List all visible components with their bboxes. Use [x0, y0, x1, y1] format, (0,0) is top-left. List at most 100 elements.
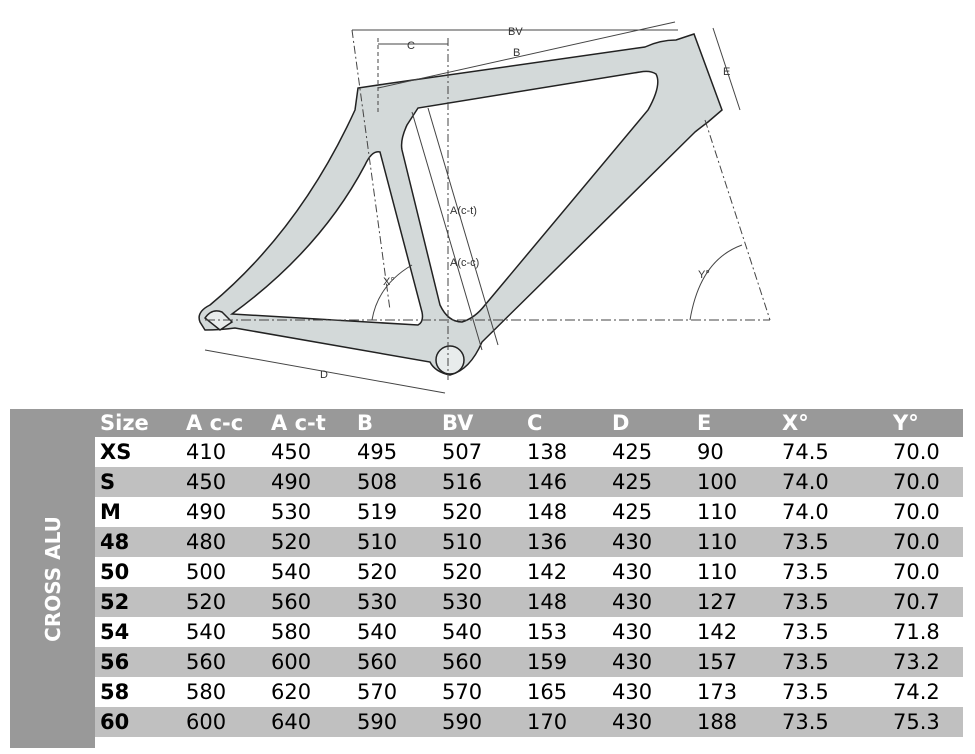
table-cell: 73.5: [782, 620, 829, 644]
table-cell: 450: [186, 470, 227, 494]
frame-geometry-diagram: BV B C E A(c-t) A(c-c) X° Y° D: [198, 21, 771, 394]
table-cell: 74.0: [782, 470, 829, 494]
table-cell: 430: [612, 530, 653, 554]
table-cell: 188: [697, 710, 738, 734]
table-cell: 430: [612, 590, 653, 614]
table-cell: 58: [100, 680, 130, 704]
table-cell: 530: [357, 590, 398, 614]
table-cell: 110: [697, 530, 738, 554]
label-b: B: [513, 47, 520, 59]
group-label: CROSS ALU: [40, 515, 65, 642]
table-cell: 56: [100, 650, 130, 674]
table-cell: 73.5: [782, 680, 829, 704]
table-cell: 48: [100, 530, 130, 554]
table-cell: 142: [527, 560, 568, 584]
table-cell: 620: [271, 680, 312, 704]
label-bv: BV: [508, 26, 523, 38]
column-header: BV: [442, 411, 474, 435]
table-cell: 580: [186, 680, 227, 704]
table-cell: 127: [697, 590, 738, 614]
table-cell: 530: [442, 590, 483, 614]
table-cell: 425: [612, 440, 653, 464]
column-header: X°: [782, 411, 809, 435]
table-cell: 73.5: [782, 560, 829, 584]
table-cell: 74.5: [782, 440, 829, 464]
table-cell: 74.0: [782, 500, 829, 524]
table-cell: 73.5: [782, 530, 829, 554]
table-cell: 165: [527, 680, 568, 704]
table-cell: 490: [186, 500, 227, 524]
table-cell: 430: [612, 560, 653, 584]
table-cell: 560: [186, 650, 227, 674]
table-cell: 520: [442, 500, 483, 524]
table-cell: 507: [442, 440, 483, 464]
table-cell: 70.0: [893, 530, 940, 554]
table-cell: 560: [442, 650, 483, 674]
table-row: 48 480 520 510 510 136 430 110 73.5 70.0: [95, 527, 963, 557]
table-cell: 142: [697, 620, 738, 644]
table-cell: 510: [442, 530, 483, 554]
table-cell: 75.3: [893, 710, 940, 734]
table-cell: 60: [100, 710, 130, 734]
table-cell: 450: [271, 440, 312, 464]
label-e: E: [723, 66, 730, 78]
table-cell: 71.8: [893, 620, 940, 644]
table-cell: 50: [100, 560, 130, 584]
column-header: Y°: [893, 411, 919, 435]
column-header: B: [357, 411, 374, 435]
table-cell: 70.7: [893, 590, 940, 614]
table-cell: 510: [357, 530, 398, 554]
table-cell: 480: [186, 530, 227, 554]
label-d: D: [320, 369, 328, 381]
table-cell: 159: [527, 650, 568, 674]
table-cell: 590: [442, 710, 483, 734]
table-cell: 425: [612, 470, 653, 494]
label-y-angle: Y°: [698, 269, 710, 281]
table-cell: 570: [442, 680, 483, 704]
table-cell: 516: [442, 470, 483, 494]
table-cell: 600: [271, 650, 312, 674]
table-cell: 560: [271, 590, 312, 614]
table-cell: 520: [357, 560, 398, 584]
table-cell: 138: [527, 440, 568, 464]
table-cell: 173: [697, 680, 738, 704]
table-cell: 110: [697, 500, 738, 524]
table-cell: 430: [612, 620, 653, 644]
table-cell: 170: [527, 710, 568, 734]
table-cell: 540: [186, 620, 227, 644]
table-cell: 430: [612, 650, 653, 674]
label-a-cc: A(c-c): [450, 257, 479, 269]
table-cell: 425: [612, 500, 653, 524]
table-cell: 73.5: [782, 590, 829, 614]
table-cell: 530: [271, 500, 312, 524]
label-c: C: [407, 40, 415, 52]
table-cell: 136: [527, 530, 568, 554]
table-cell: 73.2: [893, 650, 940, 674]
table-cell: 430: [612, 680, 653, 704]
table-cell: 146: [527, 470, 568, 494]
table-cell: 148: [527, 500, 568, 524]
table-cell: 520: [271, 530, 312, 554]
table-cell: 560: [357, 650, 398, 674]
column-header: D: [612, 411, 630, 435]
table-cell: 520: [186, 590, 227, 614]
table-cell: 570: [357, 680, 398, 704]
table-cell: S: [100, 470, 116, 494]
table-cell: 90: [697, 440, 724, 464]
table-cell: 500: [186, 560, 227, 584]
column-header: C: [527, 411, 543, 435]
table-cell: 640: [271, 710, 312, 734]
table-cell: 54: [100, 620, 130, 644]
column-header: A c-c: [186, 411, 244, 435]
table-cell: 52: [100, 590, 130, 614]
table-cell: 70.0: [893, 500, 940, 524]
table-cell: 540: [271, 560, 312, 584]
